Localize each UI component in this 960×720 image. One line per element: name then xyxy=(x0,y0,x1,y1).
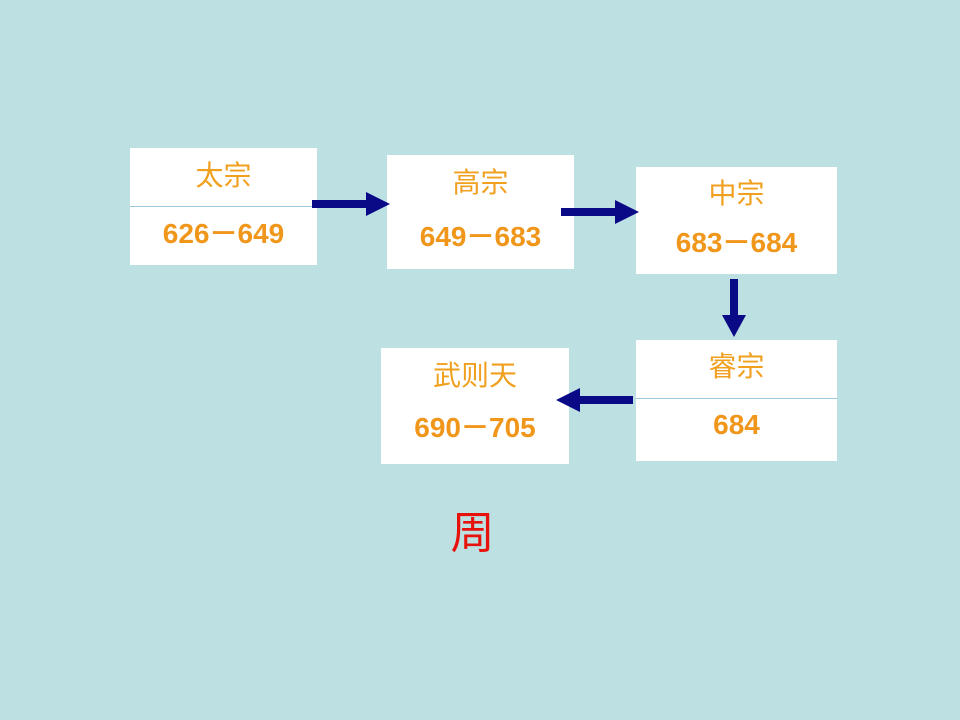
node-years: 626－649 xyxy=(162,218,285,249)
node-divider xyxy=(636,398,837,399)
node-taizong: 太宗 626－649 xyxy=(130,148,317,265)
node-years: 690－705 xyxy=(414,412,536,443)
node-years: 683－684 xyxy=(675,227,798,258)
node-wuzetian: 武则天 690－705 xyxy=(381,348,569,464)
node-divider xyxy=(130,206,317,207)
node-ruizong: 睿宗 684 xyxy=(636,340,837,461)
node-name: 武则天 xyxy=(432,359,517,392)
arrow-ruizong-to-wuzetian xyxy=(556,388,633,412)
arrow-taizong-to-gaozong xyxy=(312,192,390,216)
node-years: 684 xyxy=(713,409,760,440)
node-name: 太宗 xyxy=(195,159,252,192)
node-years: 649－683 xyxy=(419,221,542,252)
footer-label: 周 xyxy=(450,508,495,559)
node-name: 睿宗 xyxy=(708,350,765,383)
node-gaozong: 高宗 649－683 xyxy=(387,155,574,269)
node-zhongzong: 中宗 683－684 xyxy=(636,167,837,274)
arrow-gaozong-to-zhongzong xyxy=(561,200,639,224)
node-name: 中宗 xyxy=(708,177,765,210)
node-name: 高宗 xyxy=(452,166,509,199)
arrow-zhongzong-to-ruizong xyxy=(722,279,746,337)
